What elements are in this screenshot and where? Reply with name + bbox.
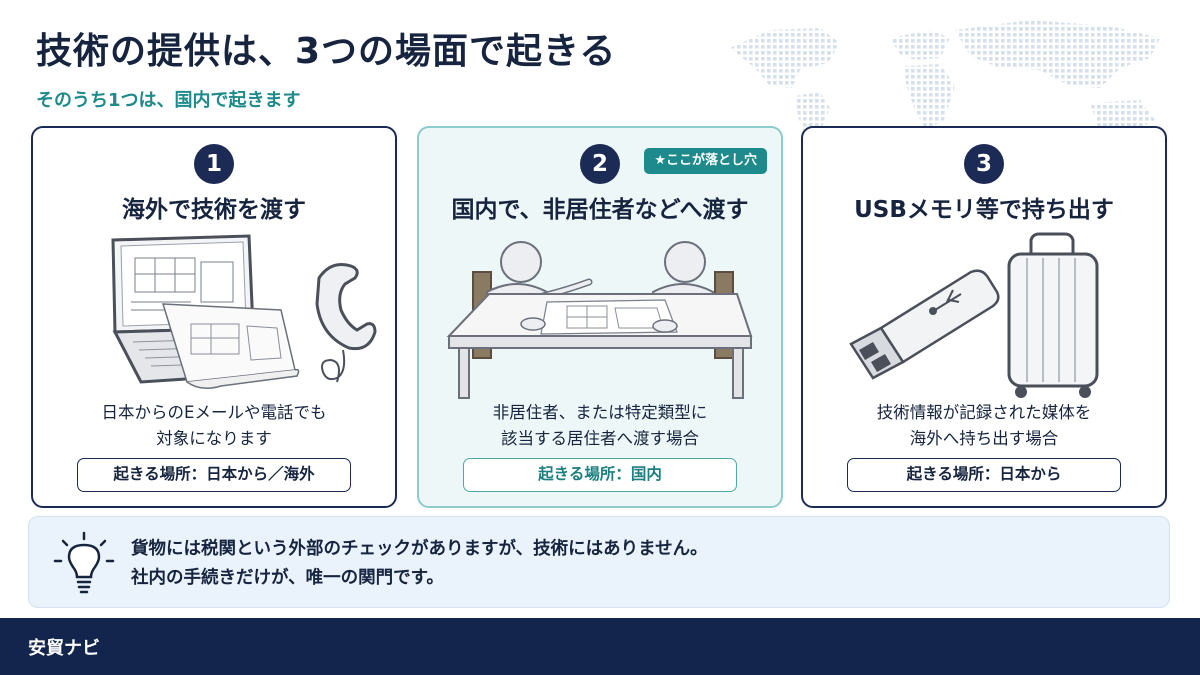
note-text: 貨物には税関という外部のチェックがありますが、技術にはありません。 社内の手続き…	[131, 539, 708, 588]
brand-name: 安貿ナビ	[28, 638, 100, 659]
laptop-telephone-illustration	[111, 234, 377, 389]
location-label: 起きる場所：日本から	[847, 458, 1121, 492]
pitfall-badge: ★ここが落とし穴	[644, 148, 767, 174]
card-number: 1	[194, 144, 234, 184]
page-title: 技術の提供は、3つの場面で起きる	[36, 31, 617, 72]
location-label: 起きる場所：国内	[463, 458, 737, 492]
page-subtitle: そのうち1つは、国内で起きます	[36, 90, 301, 111]
footer-bar: 安貿ナビ	[0, 618, 1200, 675]
world-map-background	[730, 20, 1160, 136]
card-description: 技術情報が記録された媒体を 海外へ持ち出す場合	[876, 403, 1092, 448]
card-title: USBメモリ等で持ち出す	[854, 197, 1114, 223]
usb-suitcase-illustration	[849, 232, 1099, 398]
card-number: 2	[580, 144, 620, 184]
card-number: 3	[964, 144, 1004, 184]
scenario-card-overseas: 1 海外で技術を渡す 日本からのEメールや電話でも 対象になります 起	[31, 126, 397, 508]
key-point-note: 貨物には税関という外部のチェックがありますが、技術にはありません。 社内の手続き…	[28, 516, 1170, 608]
meeting-illustration	[446, 241, 753, 399]
location-label: 起きる場所：日本から／海外	[77, 458, 351, 492]
scenario-card-domestic: 2 ★ここが落とし穴 国内で、非居住者などへ渡す 非居住者、または特定類型に 該…	[417, 126, 783, 508]
card-title: 海外で技術を渡す	[122, 197, 306, 223]
lightbulb-icon	[53, 531, 115, 594]
card-description: 非居住者、または特定類型に 該当する居住者へ渡す場合	[492, 403, 708, 448]
card-description: 日本からのEメールや電話でも 対象になります	[101, 403, 327, 448]
card-title: 国内で、非居住者などへ渡す	[451, 197, 749, 223]
scenario-card-usb: 3 USBメモリ等で持ち出す 技術情報が記録された媒体を 海外へ持ち出す場合 起…	[801, 126, 1167, 508]
